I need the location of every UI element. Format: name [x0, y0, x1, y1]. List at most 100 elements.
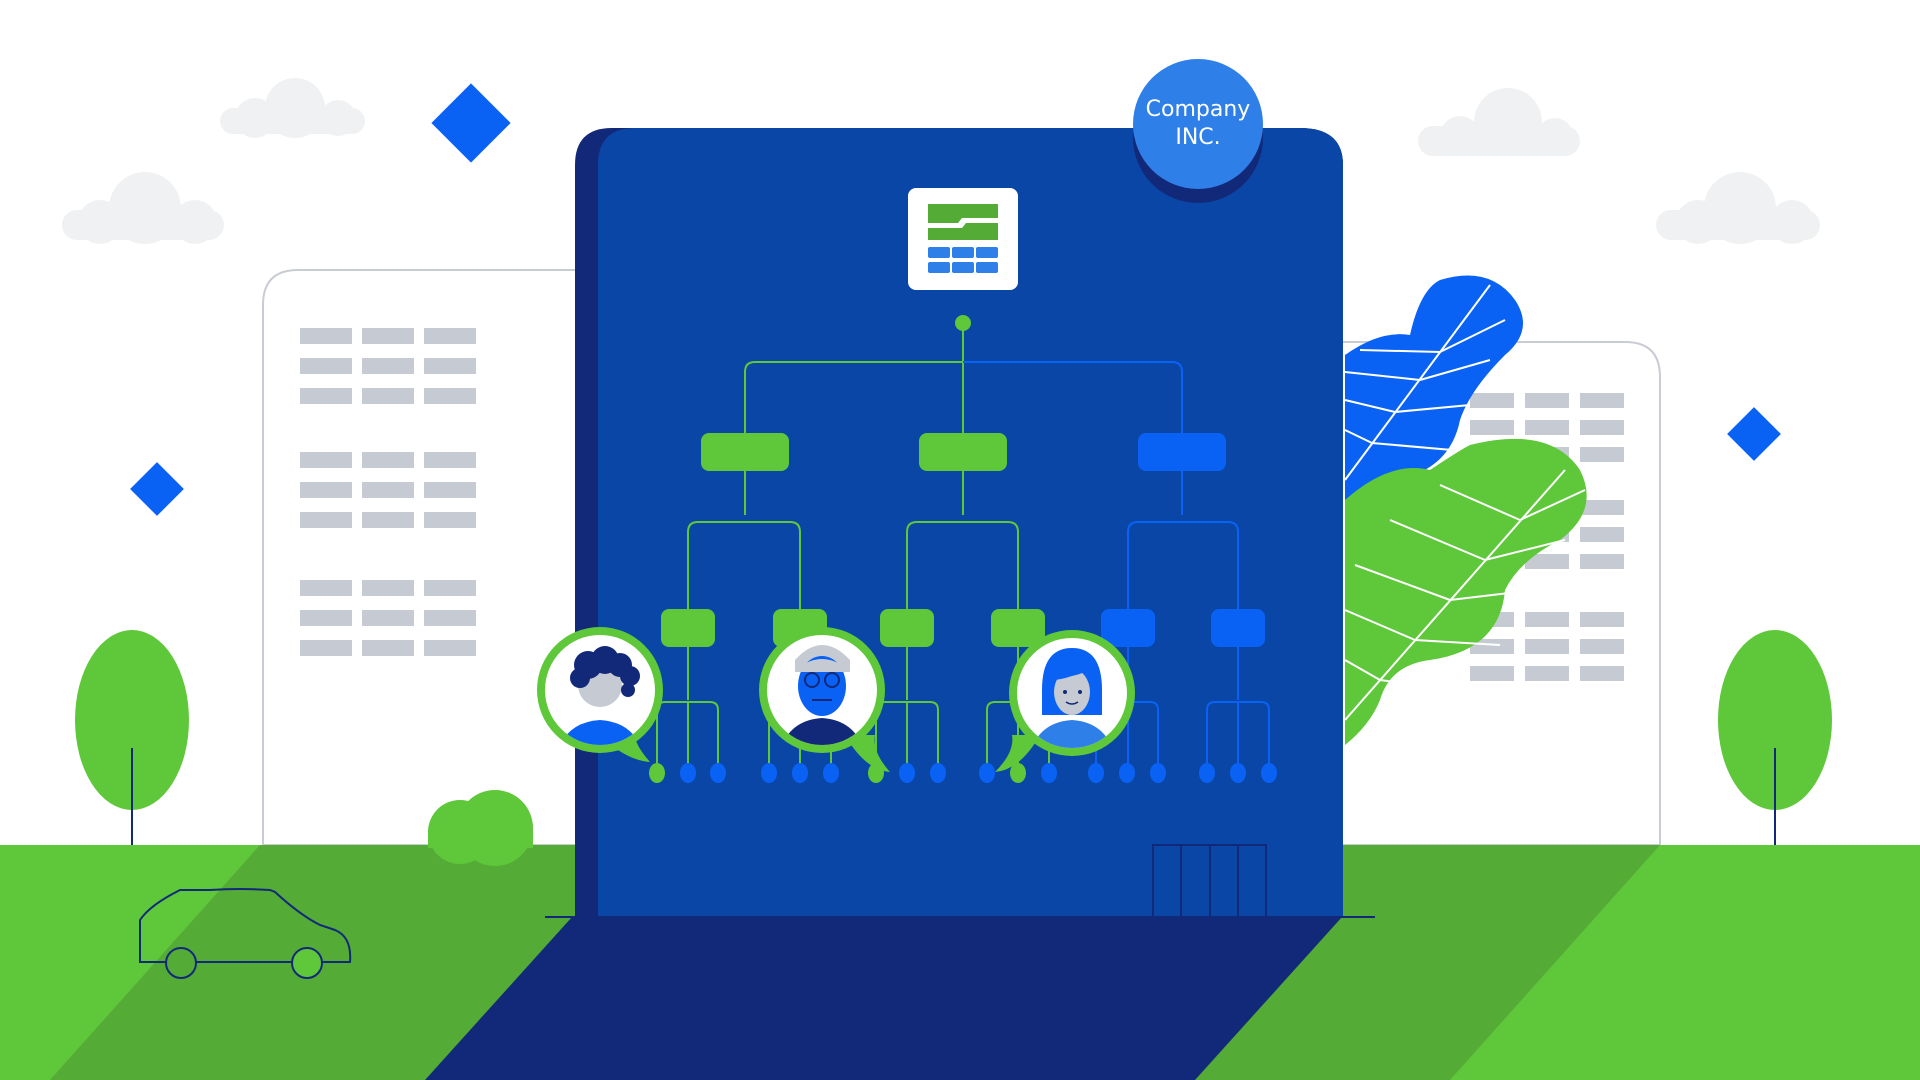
connector-line [1206, 701, 1238, 765]
connector-line [1128, 701, 1159, 765]
org-leaf [1150, 763, 1166, 783]
cloud-icon [220, 78, 365, 138]
cloud-icon [1418, 88, 1580, 156]
window [362, 452, 414, 468]
org-leaf [1010, 763, 1026, 783]
window [300, 482, 352, 498]
window [1470, 420, 1514, 435]
window [424, 452, 476, 468]
window [300, 358, 352, 374]
window [424, 580, 476, 596]
connector-line [744, 361, 963, 452]
diamond-icon [1727, 407, 1781, 461]
connector-line [986, 701, 1018, 765]
org-leaf [792, 763, 808, 783]
sheet-cell [952, 262, 974, 273]
window [1525, 639, 1569, 654]
window [300, 610, 352, 626]
connector-line [963, 361, 1183, 452]
org-node [1138, 433, 1226, 471]
org-node [991, 609, 1045, 647]
company-badge: Company INC. [1133, 59, 1263, 189]
sheet-cell [928, 262, 950, 273]
window [1525, 420, 1569, 435]
cloud-icon [1656, 172, 1820, 244]
window [424, 610, 476, 626]
window [424, 482, 476, 498]
window [424, 328, 476, 344]
company-badge-line1: Company [1145, 97, 1251, 122]
window [1525, 393, 1569, 408]
connector-line [1238, 701, 1270, 765]
window [362, 358, 414, 374]
window [1525, 554, 1569, 569]
org-node [919, 433, 1007, 471]
org-leaf [1088, 763, 1104, 783]
car-icon [139, 888, 352, 979]
org-leaf [761, 763, 777, 783]
bush [428, 790, 533, 866]
org-leaf [1261, 763, 1277, 783]
person-avatar-woman [995, 630, 1135, 772]
window [1470, 639, 1514, 654]
window [424, 640, 476, 656]
window [300, 640, 352, 656]
left-building [262, 269, 581, 846]
leaf-icon [1344, 438, 1587, 745]
window [424, 388, 476, 404]
window [300, 580, 352, 596]
window [362, 610, 414, 626]
company-badge-line2: INC. [1175, 125, 1221, 150]
window [300, 512, 352, 528]
spreadsheet-icon [908, 188, 1018, 290]
org-node [701, 433, 789, 471]
diamond-icon [130, 462, 184, 516]
tree-icon [1718, 630, 1832, 845]
org-leaf [710, 763, 726, 783]
window [1580, 527, 1624, 542]
window [1525, 666, 1569, 681]
window [300, 452, 352, 468]
door [1152, 844, 1267, 918]
window [1470, 666, 1514, 681]
window [362, 328, 414, 344]
window [362, 580, 414, 596]
connector-line [1182, 521, 1239, 628]
window [362, 482, 414, 498]
org-leaf [979, 763, 995, 783]
org-leaf [930, 763, 946, 783]
sheet-cell [976, 247, 998, 258]
org-node [1211, 609, 1265, 647]
org-node [1101, 609, 1155, 647]
window [1580, 420, 1624, 435]
org-node [661, 609, 715, 647]
org-leaf [1230, 763, 1246, 783]
org-leaf [1199, 763, 1215, 783]
window [424, 512, 476, 528]
leaf-icon [1344, 275, 1523, 505]
window [424, 358, 476, 374]
window [1525, 612, 1569, 627]
window [300, 388, 352, 404]
window [300, 328, 352, 344]
board-shadow [425, 917, 1342, 1080]
connector-line [688, 701, 719, 765]
window [1580, 393, 1624, 408]
window [362, 388, 414, 404]
window [1580, 666, 1624, 681]
org-leaf [1041, 763, 1057, 783]
tree-icon [75, 630, 189, 845]
sheet-cell [928, 247, 950, 258]
window [362, 512, 414, 528]
cloud-icon [62, 172, 224, 244]
connector-line [1127, 521, 1182, 628]
window [1580, 500, 1624, 515]
person-avatar-glasses [759, 627, 890, 772]
connector-line [745, 521, 801, 628]
connector-line [906, 521, 963, 628]
org-tree [649, 315, 1277, 783]
sheet-cell [976, 262, 998, 273]
window [1470, 393, 1514, 408]
window [1580, 639, 1624, 654]
